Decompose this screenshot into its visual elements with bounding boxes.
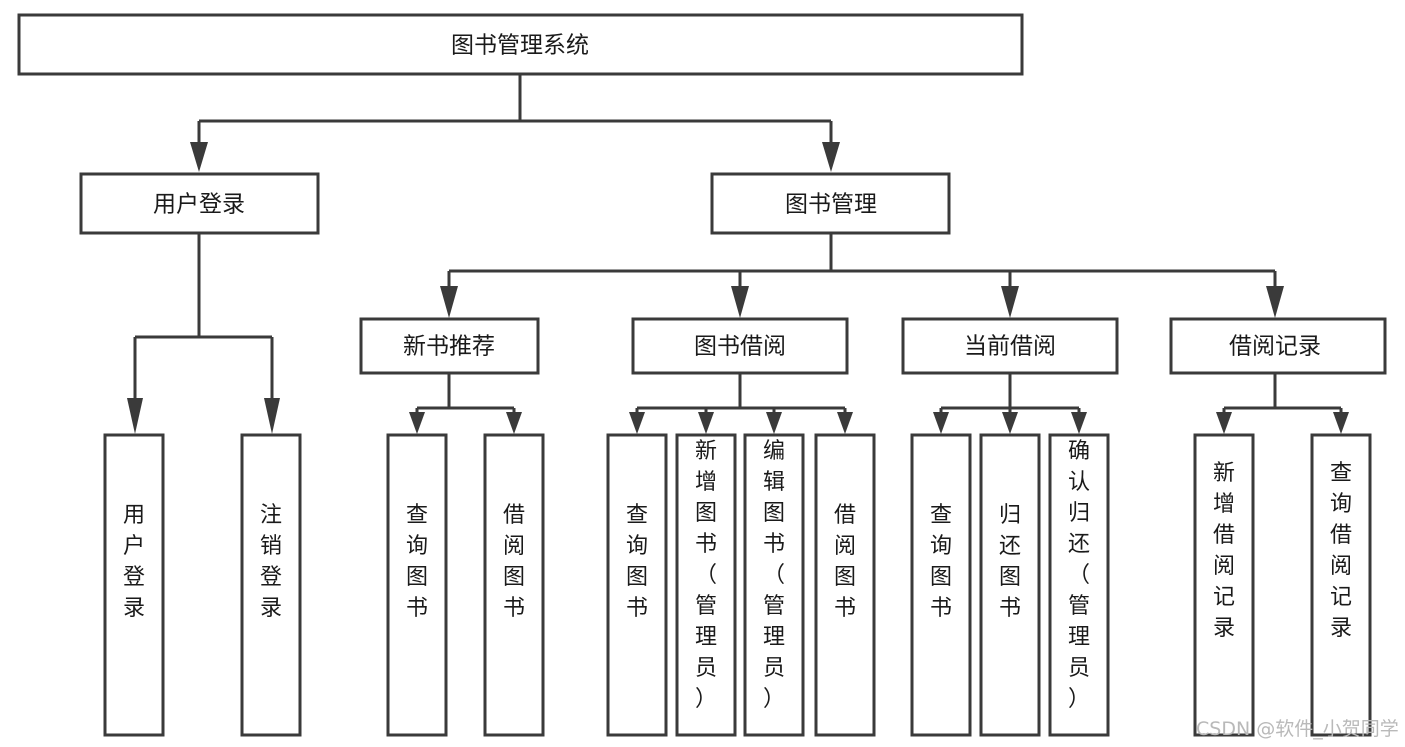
leaf-book-borrow-2-label: 新增图书（管理员） xyxy=(695,439,717,712)
node-current-borrow[interactable]: 当前借阅 xyxy=(901,317,1119,375)
leaf-book-borrow-1[interactable]: 查询图书 xyxy=(606,433,668,737)
leaf-current-borrow-2-label: 归还图书 xyxy=(999,503,1021,621)
node-book-borrow-label: 图书借阅 xyxy=(694,334,786,360)
leaf-borrow-record-2[interactable]: 查询借阅记录 xyxy=(1310,433,1372,737)
leaf-user-login-1[interactable]: 用户登录 xyxy=(103,433,165,737)
leaf-current-borrow-2[interactable]: 归还图书 xyxy=(979,433,1041,737)
arrow-borrow-record-leaf-2 xyxy=(1333,412,1349,434)
arrow-root-to-user-login xyxy=(190,142,208,172)
arrow-book-mgmt-child-3 xyxy=(1001,286,1019,318)
arrow-current-borrow-leaf-3 xyxy=(1071,412,1087,434)
node-current-borrow-label: 当前借阅 xyxy=(964,334,1056,360)
leaf-user-login-1-label: 用户登录 xyxy=(123,503,145,621)
node-root-system[interactable]: 图书管理系统 xyxy=(17,13,1024,76)
node-borrow-record-label: 借阅记录 xyxy=(1229,334,1321,360)
leaf-new-book-1[interactable]: 查询图书 xyxy=(386,433,448,737)
leaf-current-borrow-3-label: 确认归还（管理员） xyxy=(1068,439,1090,712)
arrow-new-book-leaf-2 xyxy=(506,412,522,434)
node-user-login-label: 用户登录 xyxy=(153,192,245,218)
node-new-book-recommend-label: 新书推荐 xyxy=(403,334,495,360)
leaf-current-borrow-1[interactable]: 查询图书 xyxy=(910,433,972,737)
node-root-label: 图书管理系统 xyxy=(451,33,589,59)
leaf-book-borrow-3[interactable]: 编辑图书（管理员） xyxy=(743,433,805,737)
arrow-book-borrow-leaf-2 xyxy=(698,412,714,434)
node-borrow-record[interactable]: 借阅记录 xyxy=(1169,317,1387,375)
arrow-book-borrow-leaf-3 xyxy=(766,412,782,434)
leaf-current-borrow-3[interactable]: 确认归还（管理员） xyxy=(1048,433,1110,737)
arrow-new-book-leaf-1 xyxy=(409,412,425,434)
arrow-current-borrow-leaf-1 xyxy=(933,412,949,434)
node-book-borrow[interactable]: 图书借阅 xyxy=(631,317,849,375)
arrow-user-login-leaf-1 xyxy=(127,398,143,434)
node-new-book-recommend[interactable]: 新书推荐 xyxy=(359,317,540,375)
leaf-book-borrow-4-label: 借阅图书 xyxy=(834,503,856,621)
arrow-book-mgmt-child-4 xyxy=(1266,286,1284,318)
node-user-login[interactable]: 用户登录 xyxy=(79,172,320,235)
leaf-book-borrow-3-label: 编辑图书（管理员） xyxy=(763,439,785,712)
node-book-management[interactable]: 图书管理 xyxy=(710,172,951,235)
arrow-book-borrow-leaf-4 xyxy=(837,412,853,434)
leaf-current-borrow-1-label: 查询图书 xyxy=(930,503,952,621)
arrow-root-to-book-mgmt xyxy=(822,142,840,172)
leaf-borrow-record-1-label: 新增借阅记录 xyxy=(1213,461,1235,641)
leaf-user-login-2[interactable]: 注销登录 xyxy=(240,433,302,737)
arrow-user-login-leaf-2 xyxy=(264,398,280,434)
leaf-borrow-record-2-label: 查询借阅记录 xyxy=(1330,461,1352,641)
node-book-management-label: 图书管理 xyxy=(785,192,877,218)
csdn-watermark: CSDN @软件_小贺同学 xyxy=(1196,718,1399,740)
connector-layer xyxy=(127,74,1349,434)
arrow-book-mgmt-child-2 xyxy=(731,286,749,318)
leaf-new-book-1-label: 查询图书 xyxy=(406,503,428,621)
leaf-borrow-record-1[interactable]: 新增借阅记录 xyxy=(1193,433,1255,737)
leaf-user-login-2-label: 注销登录 xyxy=(260,503,282,621)
leaf-new-book-2-label: 借阅图书 xyxy=(503,503,525,621)
leaf-book-borrow-1-label: 查询图书 xyxy=(626,503,648,621)
leaf-new-book-2[interactable]: 借阅图书 xyxy=(483,433,545,737)
arrow-book-borrow-leaf-1 xyxy=(629,412,645,434)
leaf-book-borrow-4[interactable]: 借阅图书 xyxy=(814,433,876,737)
arrow-book-mgmt-child-1 xyxy=(440,286,458,318)
arrow-current-borrow-leaf-2 xyxy=(1002,412,1018,434)
leaf-book-borrow-2[interactable]: 新增图书（管理员） xyxy=(675,433,737,737)
arrow-borrow-record-leaf-1 xyxy=(1216,412,1232,434)
